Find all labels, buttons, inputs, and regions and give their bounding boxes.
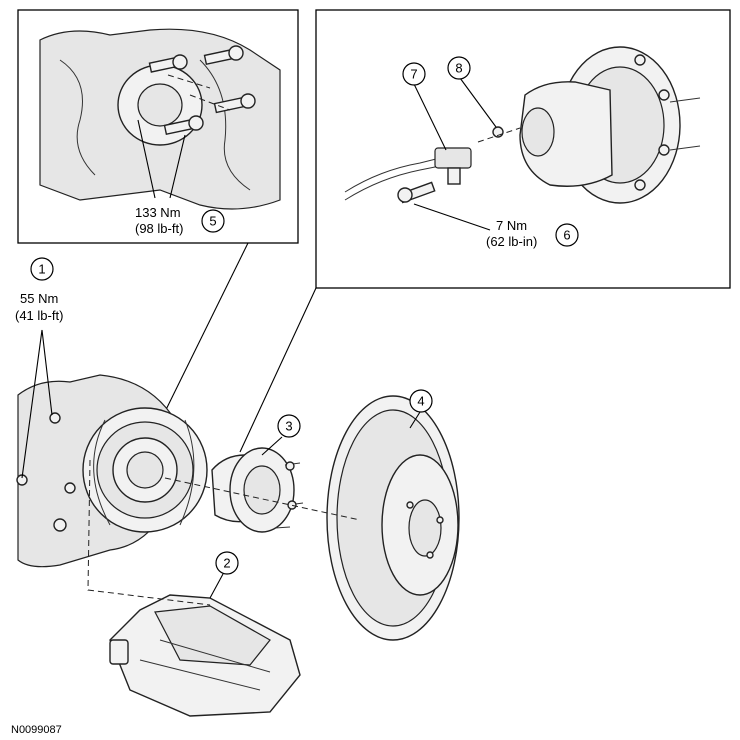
callout-8-circle — [447, 56, 471, 80]
callout-2-number: 2 — [223, 556, 230, 571]
wheel-hub — [211, 447, 304, 533]
callout-7-circle — [402, 62, 426, 86]
callout-4-circle — [409, 389, 433, 413]
reference-code: N0099087 — [11, 724, 62, 736]
callout-1-number: 1 — [38, 262, 45, 277]
callout-4-number: 4 — [417, 394, 424, 409]
callout-6-circle — [555, 223, 579, 247]
callout-5-torque-nm: 133 Nm — [135, 205, 181, 220]
brake-caliper — [109, 594, 301, 717]
callout-1-torque-imperial: (41 lb-ft) — [15, 308, 63, 323]
callout-5-circle — [201, 209, 225, 233]
callout-8-number: 8 — [455, 61, 462, 76]
callout-7-number: 7 — [410, 67, 417, 82]
callout-1-circle — [30, 257, 54, 281]
inset-a-pointer — [154, 242, 249, 433]
inset-wheel-speed-sensor: 7 8 7 Nm (62 lb-in) 6 — [315, 9, 731, 289]
callout-5-number: 5 — [209, 214, 216, 229]
callout-6-torque-imperial: (62 lb-in) — [486, 234, 537, 249]
callout-5-torque-imperial: (98 lb-ft) — [135, 221, 183, 236]
callout-1-leader — [21, 329, 53, 479]
inset-b-pointer — [239, 287, 317, 453]
callout-6-number: 6 — [563, 228, 570, 243]
callout-3-number: 3 — [285, 419, 292, 434]
callout-3-circle — [277, 414, 301, 438]
callout-2-circle — [215, 551, 239, 575]
callout-6-torque-nm: 7 Nm — [496, 218, 527, 233]
callout-1-torque-nm: 55 Nm — [20, 291, 58, 306]
brake-rotor — [326, 395, 460, 641]
knuckle-backing-plate — [16, 374, 208, 568]
inset-knuckle-bolts: 133 Nm (98 lb-ft) 5 — [17, 9, 299, 244]
